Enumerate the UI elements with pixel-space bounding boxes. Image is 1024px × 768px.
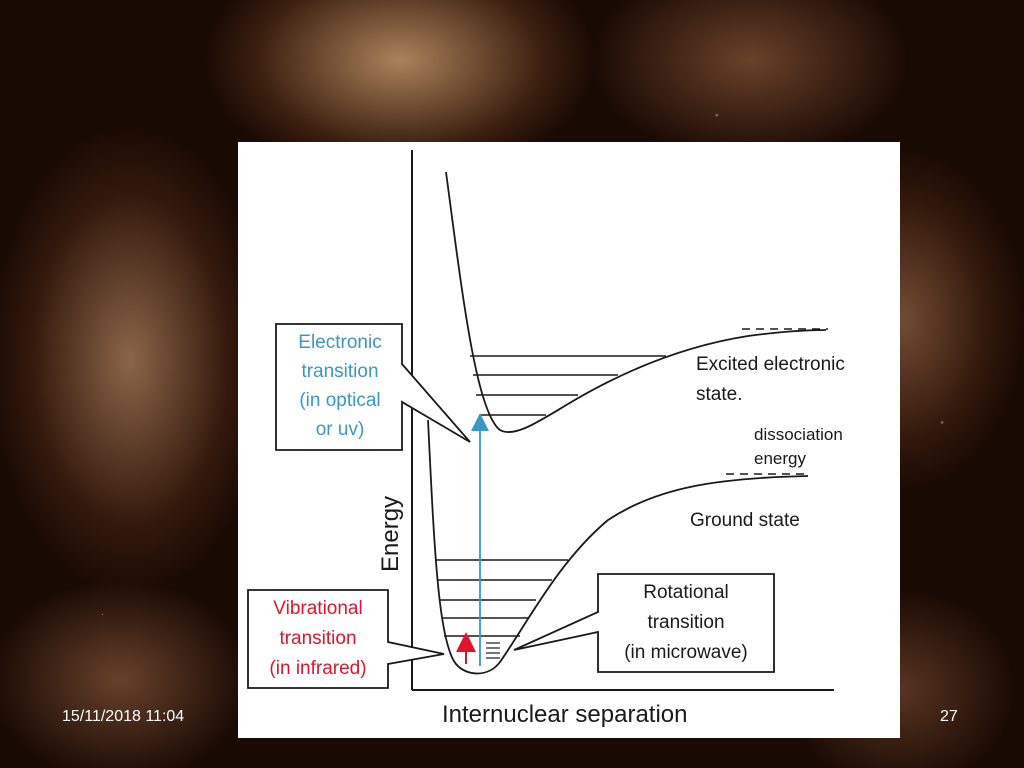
ground-state-label: Ground state bbox=[690, 510, 800, 531]
excited-state-curve bbox=[445, 171, 827, 433]
excited-state-label: state. bbox=[696, 384, 742, 405]
slide-page-number: 27 bbox=[940, 708, 958, 725]
electronic-callout-line: (in optical bbox=[299, 390, 380, 411]
x-axis-label: Internuclear separation bbox=[442, 701, 687, 728]
rotational-callout-line: (in microwave) bbox=[624, 642, 748, 663]
ground-state-curve bbox=[427, 419, 809, 675]
vibrational-callout-box bbox=[247, 589, 445, 689]
energy-diagram-panel: Electronic transition (in optical or uv)… bbox=[238, 142, 900, 738]
rotational-callout-line: Rotational bbox=[643, 582, 729, 603]
electronic-callout-line: Electronic bbox=[298, 332, 381, 353]
molecular-energy-diagram: Electronic transition (in optical or uv)… bbox=[247, 150, 845, 728]
slide-date: 15/11/2018 11:04 bbox=[62, 708, 185, 725]
rotational-callout-line: transition bbox=[647, 612, 724, 633]
y-axis-label: Energy bbox=[377, 496, 404, 572]
dissociation-energy-label: energy bbox=[754, 449, 806, 468]
electronic-callout-line: transition bbox=[301, 361, 378, 382]
vibrational-callout-line: Vibrational bbox=[273, 598, 362, 619]
electronic-callout-line: or uv) bbox=[316, 419, 365, 440]
vibrational-callout-line: transition bbox=[279, 628, 356, 649]
rotational-callout-box bbox=[513, 573, 775, 673]
electronic-callout-box bbox=[275, 323, 471, 451]
excited-state-label: Excited electronic bbox=[696, 354, 845, 375]
vibrational-callout-line: (in infrared) bbox=[269, 658, 366, 679]
dissociation-energy-label: dissociation bbox=[754, 425, 843, 444]
